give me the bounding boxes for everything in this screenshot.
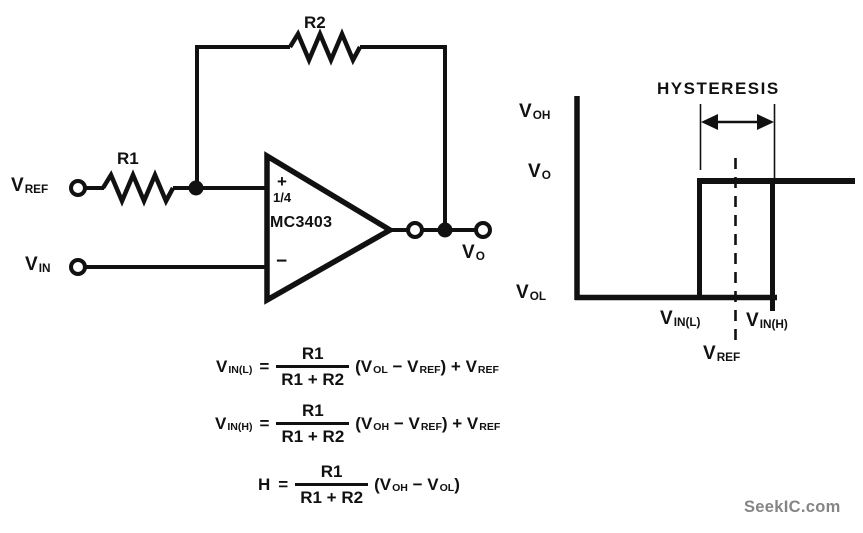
voh-axis-label: VOH: [519, 102, 550, 121]
junction-dot-input: [188, 180, 204, 196]
vref-axis-label: VREF: [703, 344, 740, 363]
vo-main: V: [462, 242, 475, 263]
vref-main: V: [11, 175, 24, 196]
eq2-fraction: R1 R1 + R2: [276, 401, 350, 445]
output-node-circle: [406, 221, 424, 239]
eq3-numerator: R1: [320, 462, 343, 481]
r1-resistor: [101, 169, 175, 207]
hysteresis-graph: [574, 96, 855, 346]
eq2-equals: =: [259, 414, 270, 433]
r2-resistor: [288, 28, 362, 66]
eq3-denominator: R1 + R2: [295, 483, 369, 506]
vin-sub: IN: [38, 261, 51, 275]
vinh-main: V: [746, 310, 759, 331]
vin-terminal: [69, 258, 87, 276]
vo-sub: O: [475, 249, 485, 263]
vinl-axis-label: VIN(L): [660, 309, 700, 328]
vo-axis-sub: O: [541, 168, 551, 182]
seekic-watermark: SeekIC.com: [744, 498, 841, 516]
r1-label: R1: [117, 149, 139, 168]
eq2-term-plus: ) +: [441, 414, 467, 433]
voh-sub: OH: [532, 108, 551, 122]
eq3-lhs: H: [258, 476, 271, 493]
opamp-minus-input-label: −: [276, 251, 288, 272]
eq1-lhs-main: V: [216, 357, 228, 376]
arrowhead-right-icon: [757, 114, 774, 130]
junction-dot-output: [437, 222, 453, 238]
eq3-term-vol: VOL: [427, 475, 455, 495]
eq2-term-open: (: [355, 414, 361, 433]
vinl-main: V: [660, 308, 673, 329]
eq3-term-minus: −: [407, 475, 428, 494]
vref-axis-main: V: [703, 343, 716, 364]
vin-input-label: VIN: [25, 255, 50, 274]
r2-label: R2: [304, 13, 326, 32]
eq1-fraction: R1 R1 + R2: [276, 344, 350, 388]
vol-axis-label: VOL: [516, 283, 546, 302]
vinl-sub: IN(L): [673, 315, 701, 329]
vol-sub: OL: [529, 289, 547, 303]
eq2-term-vref2: VREF: [466, 414, 501, 434]
eq2-rhs: (VOH − VREF) + VREF: [355, 414, 501, 434]
vref-sub: REF: [24, 182, 49, 196]
hysteresis-title: HYSTERESIS: [657, 79, 780, 98]
eq1-numerator: R1: [301, 344, 324, 363]
vo-axis-main: V: [528, 161, 541, 182]
eq1-term-open: (: [355, 357, 361, 376]
eq1-lhs: VIN(L): [216, 357, 253, 377]
equation-hysteresis: H = R1 R1 + R2 (VOH − VOL): [258, 463, 460, 506]
vref-axis-sub: REF: [716, 350, 741, 364]
eq1-term-minus: −: [387, 357, 408, 376]
eq1-term-vref2: VREF: [465, 357, 499, 377]
eq3-term-close: ): [454, 475, 460, 494]
eq3-term-voh: VOH: [379, 475, 408, 495]
vinh-axis-label: VIN(H): [746, 311, 788, 330]
vo-terminal: [474, 221, 492, 239]
vo-axis-label: VO: [528, 162, 551, 181]
eq1-rhs: (VOL − VREF) + VREF: [355, 357, 499, 377]
eq1-lhs-sub: IN(L): [228, 364, 253, 377]
eq2-lhs-main: V: [215, 414, 227, 433]
eq3-rhs: (VOH − VOL): [374, 475, 460, 495]
vol-main: V: [516, 282, 529, 303]
eq2-term-vref1: VREF: [408, 414, 442, 434]
vref-terminal: [69, 179, 87, 197]
opamp-part-number: MC3403: [270, 214, 333, 231]
vin-main: V: [25, 254, 38, 275]
opamp-quarter-label: 1/4: [273, 190, 292, 205]
eq3-term-open: (: [374, 475, 380, 494]
eq2-lhs-sub: IN(H): [227, 421, 253, 434]
eq2-term-minus: −: [389, 414, 409, 433]
eq3-equals: =: [278, 475, 289, 494]
eq2-term-voh: VOH: [360, 414, 390, 434]
vref-input-label: VREF: [11, 176, 48, 195]
eq2-denominator: R1 + R2: [276, 422, 350, 445]
eq2-lhs: VIN(H): [215, 414, 253, 434]
eq1-term-vref1: VREF: [407, 357, 441, 377]
eq1-term-vol: VOL: [360, 357, 388, 377]
opamp-plus-input-label: +: [277, 172, 287, 191]
equation-vinh: VIN(H) = R1 R1 + R2 (VOH − VREF) + VREF: [215, 402, 500, 445]
voh-main: V: [519, 101, 532, 122]
equation-vinl: VIN(L) = R1 R1 + R2 (VOL − VREF) + VREF: [216, 345, 499, 388]
eq2-numerator: R1: [301, 401, 324, 420]
eq1-denominator: R1 + R2: [276, 365, 350, 388]
opamp-triangle: [264, 151, 396, 305]
eq3-lhs-main: H: [258, 475, 271, 494]
vinh-sub: IN(H): [759, 317, 788, 331]
vo-output-label: VO: [462, 243, 485, 262]
arrowhead-left-icon: [701, 114, 718, 130]
eq1-equals: =: [259, 357, 270, 376]
eq3-fraction: R1 R1 + R2: [295, 462, 369, 506]
eq1-term-plus: ) +: [440, 357, 466, 376]
